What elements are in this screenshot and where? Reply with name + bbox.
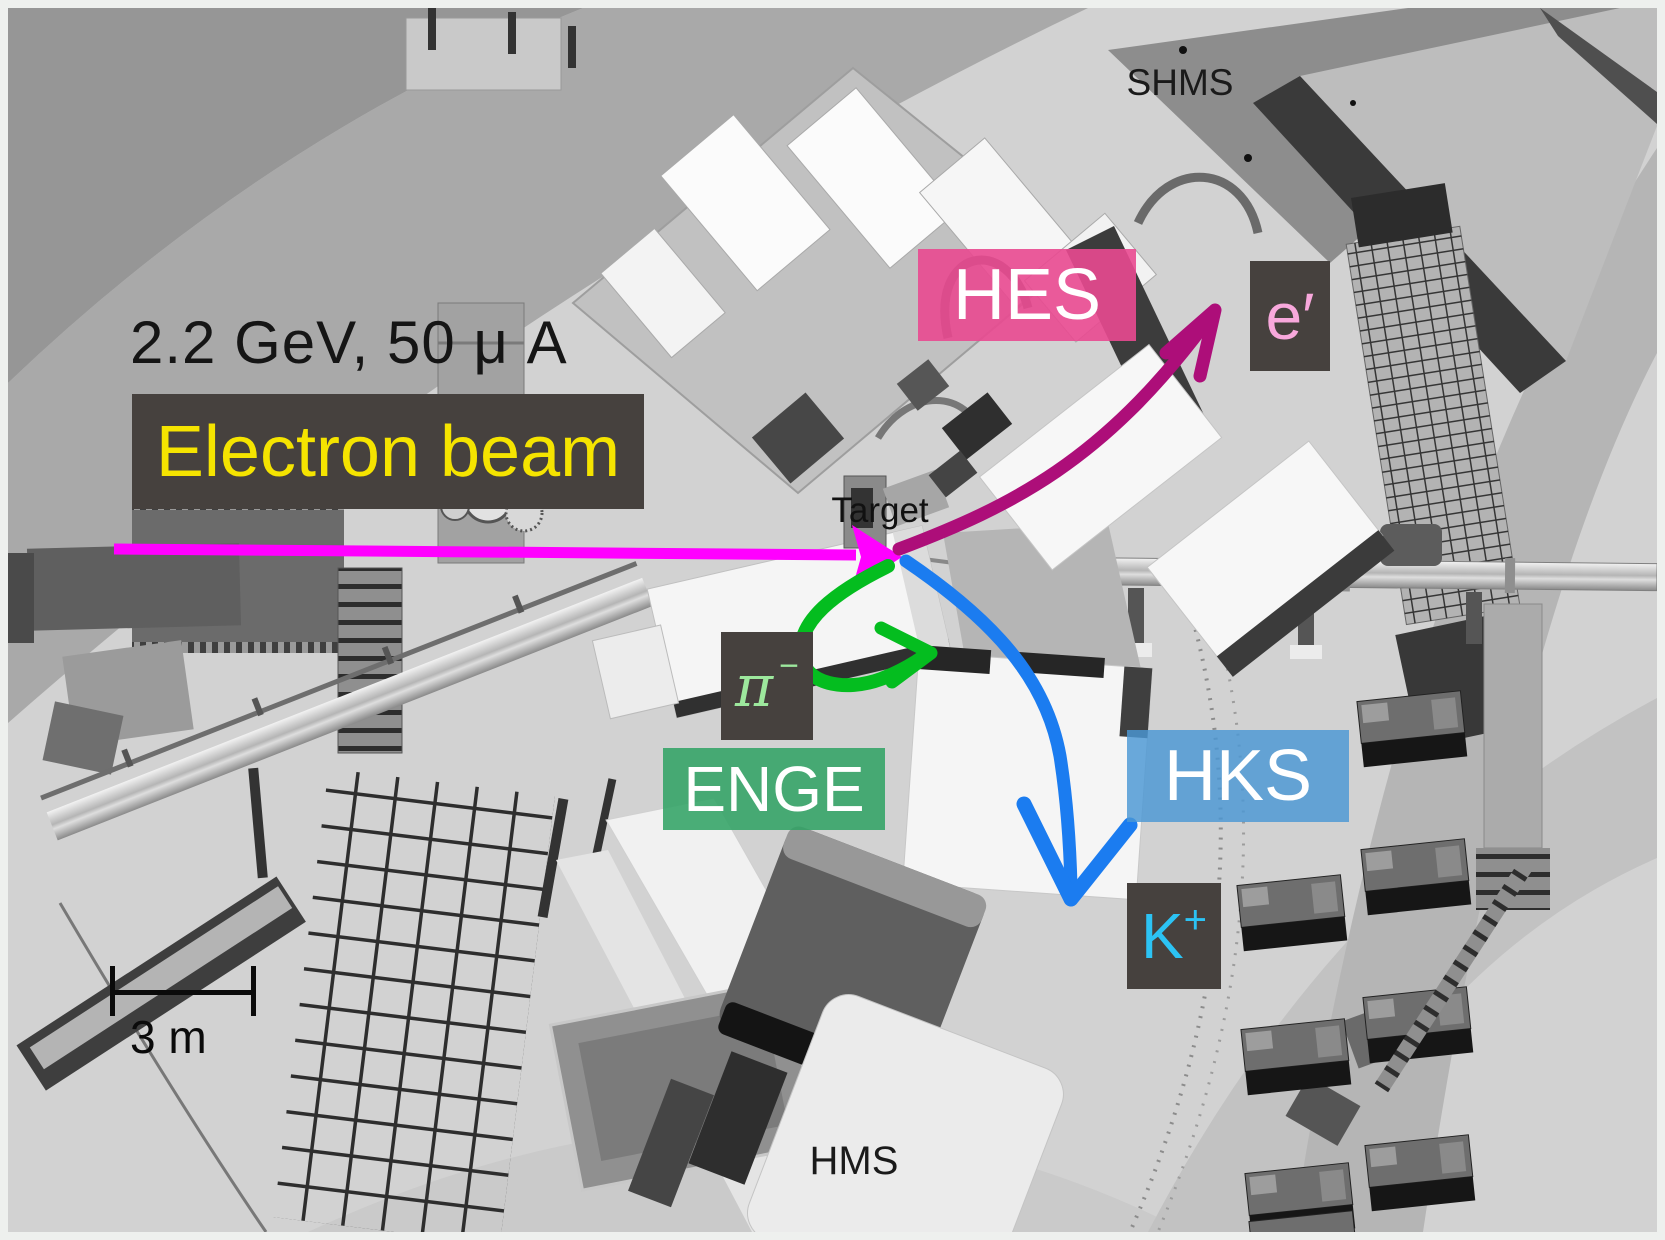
enge-label: ENGE — [663, 748, 885, 830]
hks-label: HKS — [1127, 730, 1349, 822]
k-plus-symbol: K — [1140, 900, 1184, 972]
e-prime-arrow — [892, 303, 1222, 556]
electron-beam-arrow — [113, 525, 902, 589]
scale-bar-tick-left — [110, 966, 115, 1016]
pi-minus-symbol: π — [735, 652, 774, 720]
hes-label: HES — [918, 249, 1136, 341]
scale-bar-label: 3 m — [130, 1011, 207, 1063]
shms-label: SHMS — [1126, 61, 1234, 103]
hall-cad-rendering — [8, 8, 1657, 1232]
k-plus-label: K + — [1127, 883, 1221, 989]
pi-minus-charge: − — [779, 647, 799, 685]
scale-bar-tick-right — [251, 966, 256, 1016]
beam-spec-label: 2.2 GeV, 50 μ A — [130, 309, 568, 376]
hms-label: HMS — [809, 1139, 899, 1183]
pi-minus-arrow — [793, 559, 938, 693]
pi-minus-label: π − — [721, 632, 813, 740]
k-plus-arrow — [899, 554, 1138, 907]
e-prime-label: e′ — [1250, 261, 1330, 371]
electron-beam-label: Electron beam — [132, 394, 644, 509]
hall-scene: 2.2 GeV, 50 μ A Electron beam Target HES… — [8, 8, 1657, 1232]
target-label: Target — [831, 490, 929, 530]
k-plus-charge: + — [1183, 898, 1208, 942]
scale-bar-line — [110, 990, 256, 995]
trajectory-arrows — [113, 303, 1222, 907]
scale-bar: 3 m — [108, 966, 260, 1066]
